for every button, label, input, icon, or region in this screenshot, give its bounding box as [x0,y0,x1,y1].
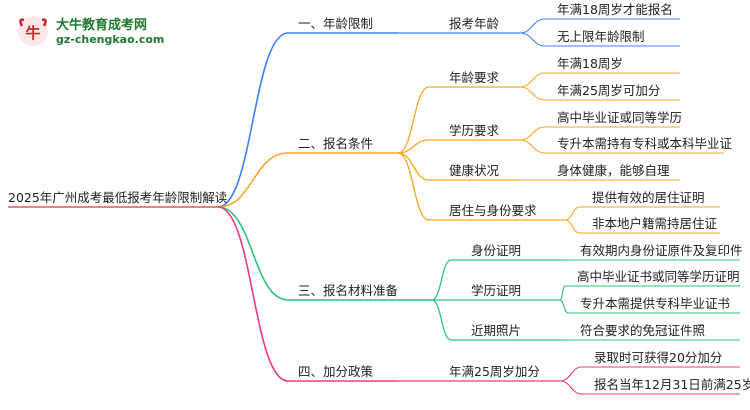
logo-url: gz-chengkao.com [56,33,165,46]
leaf-connector [519,32,546,47]
leaf-node[interactable]: 无上限年龄限制 [557,29,645,44]
branch-node[interactable]: 一、年龄限制 [298,16,374,31]
child-connector [397,152,430,221]
leaf-connector [564,206,581,221]
leaf-connector [519,86,546,101]
ox-mascot-icon: 牛 [18,16,48,46]
leaf-connector [519,126,546,141]
leaf-node[interactable]: 高中毕业证或同等学历 [557,110,683,125]
leaf-node[interactable]: 非本地户籍需持居住证 [592,216,718,231]
leaf-connector [564,219,581,234]
child-node[interactable]: 居住与身份要求 [449,203,537,218]
branch-connector [217,206,289,382]
leaf-node[interactable]: 专升本需提供专科毕业证书 [580,296,731,311]
branch-connector [217,206,289,301]
root-node[interactable]: 2025年广州成考最低报考年龄限制解读 [8,190,228,205]
leaf-connector [559,285,566,301]
child-connector [397,86,430,154]
leaf-node[interactable]: 提供有效的居住证明 [592,190,705,205]
site-logo[interactable]: 牛 大牛教育成考网 gz-chengkao.com [14,12,164,52]
child-node[interactable]: 学历证明 [471,283,522,298]
child-connector [397,152,430,181]
branch-node[interactable]: 四、加分政策 [298,364,374,379]
leaf-node[interactable]: 高中毕业证书或同等学历证明 [577,269,740,284]
leaf-node[interactable]: 报名当年12月31日前满25岁 [594,377,750,392]
branch-connector [217,152,289,208]
child-connector [397,139,430,154]
leaf-node[interactable]: 符合要求的免冠证件照 [580,323,706,338]
branch-node[interactable]: 三、报名材料准备 [298,283,399,298]
child-node[interactable]: 身份证明 [471,243,522,258]
child-connector [431,259,452,301]
leaf-node[interactable]: 年满18周岁才能报名 [557,2,673,17]
leaf-connector [519,139,546,154]
child-node[interactable]: 健康状况 [449,163,500,178]
leaf-node[interactable]: 有效期内身份证原件及复印件 [580,243,743,258]
child-node[interactable]: 年满25周岁加分 [449,364,540,379]
leaf-node[interactable]: 年满25周岁可加分 [557,83,661,98]
leaf-node[interactable]: 身体健康，能够自理 [557,163,670,178]
leaf-node[interactable]: 年满18周岁 [557,56,623,71]
leaf-node[interactable]: 专升本需持有专科或本科毕业证 [557,136,733,151]
child-connector [431,299,452,341]
logo-name: 大牛教育成考网 [56,18,148,33]
svg-text:牛: 牛 [25,24,40,42]
branch-connector [217,32,289,208]
leaf-connector [559,380,583,395]
leaf-connector [559,299,569,314]
leaf-node[interactable]: 录取时可获得20分加分 [594,350,723,365]
branch-node[interactable]: 二、报名条件 [298,136,374,151]
child-node[interactable]: 报考年龄 [449,16,500,31]
leaf-connector [519,72,546,88]
leaf-connector [559,366,583,382]
child-node[interactable]: 近期照片 [471,323,522,338]
child-node[interactable]: 学历要求 [449,123,500,138]
child-node[interactable]: 年龄要求 [449,70,500,85]
leaf-connector [519,18,546,34]
